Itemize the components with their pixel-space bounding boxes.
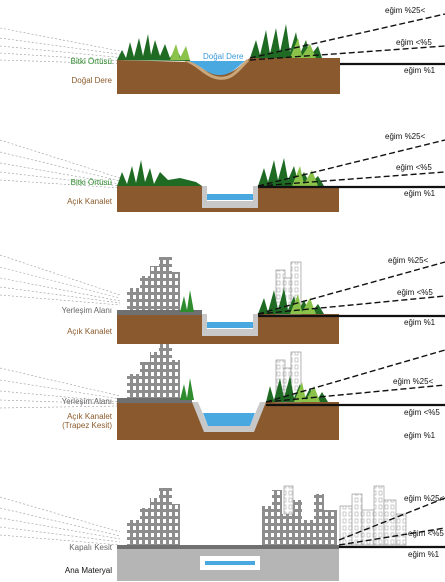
sight-lines [0, 496, 121, 546]
trapezoid-water [203, 413, 255, 426]
channel-water [207, 194, 253, 200]
panel-5-closed-section [0, 485, 445, 581]
slope-mid-label: eğim <%5 [408, 529, 444, 538]
vegetation-left-light [170, 44, 190, 60]
slope-steep-label: eğim %25< [385, 132, 426, 141]
slope-steep-label: eğim %25< [393, 377, 434, 386]
slope-flat-label: eğim %1 [404, 189, 436, 198]
slope-mid-line [257, 171, 445, 187]
vegetation-left [117, 34, 190, 61]
slope-flat-label: eğim %1 [404, 431, 436, 440]
pavement [117, 310, 202, 315]
vegetation-left [180, 290, 194, 312]
slope-steep-label: eğim %25< [404, 494, 445, 503]
slope-steep-line [257, 261, 445, 315]
slope-flat-label: eğim %1 [404, 66, 436, 75]
slope-mid-label: eğim <%5 [404, 408, 440, 417]
slope-mid-label: eğim <%5 [396, 38, 432, 47]
label-trapezoid-section: (Trapez Kesit) [62, 421, 112, 430]
sight-lines [0, 27, 126, 65]
panel-3-settlement-open-channel [0, 254, 445, 344]
road-surface [117, 545, 339, 549]
slope-mid-line [265, 384, 445, 403]
slope-flat-label: eğim %1 [408, 550, 440, 559]
slope-mid-line [249, 45, 445, 61]
label-natural-stream: Doğal Dere [71, 76, 112, 85]
slope-steep-line [249, 13, 445, 59]
vegetation-left [180, 378, 194, 400]
channel-water [207, 322, 253, 328]
vegetation-right [250, 24, 322, 58]
buildings-left [127, 488, 180, 545]
slope-mid-line [257, 295, 445, 315]
label-closed-section: Kapalı Kesit [69, 543, 112, 552]
label-open-channel: Açık Kanalet [67, 327, 112, 336]
slope-mid-label: eğim <%5 [397, 288, 433, 297]
label-open-channel: Açık Kanalet [67, 412, 112, 421]
sight-lines [0, 367, 121, 409]
pavement [117, 398, 192, 403]
slope-mid-label: eğim <%5 [396, 163, 432, 172]
stream-water [188, 61, 245, 76]
label-base-material: Ana Materyal [64, 566, 112, 575]
buildings-right-ghost [283, 485, 407, 546]
slope-steep-label: eğim %25< [385, 6, 426, 15]
buildings-right [262, 490, 337, 545]
buildings-left [127, 257, 180, 310]
label-settlement-area: Yerleşim Alanı [61, 397, 112, 406]
slope-steep-line [265, 349, 445, 403]
sight-lines [0, 139, 121, 189]
label-settlement-area: Yerleşim Alanı [61, 306, 112, 315]
vegetation-right-light [292, 166, 318, 186]
slope-flat-label: eğim %1 [404, 318, 436, 327]
closed-culvert-water [205, 561, 255, 565]
slope-steep-line [257, 139, 445, 187]
panel-2-open-channel [0, 139, 445, 212]
slope-steep-line [338, 497, 445, 541]
label-stream-water: Doğal Dere [203, 52, 244, 61]
vegetation-right-light [290, 294, 316, 314]
slope-steep-label: eğim %25< [388, 256, 429, 265]
label-vegetation-cover: Bitki Örtüsü [70, 57, 112, 66]
buildings-left [127, 344, 180, 398]
stream-bed [184, 58, 250, 80]
panel-1-natural-stream [0, 13, 445, 94]
panel-4-trapezoid-channel [0, 344, 445, 440]
vegetation-right [258, 288, 324, 314]
vegetation-left [117, 160, 202, 186]
sight-lines [0, 254, 121, 306]
vegetation-right-light [290, 38, 316, 58]
label-vegetation-cover: Bitki Örtüsü [70, 178, 112, 187]
label-open-channel: Açık Kanalet [67, 197, 112, 206]
